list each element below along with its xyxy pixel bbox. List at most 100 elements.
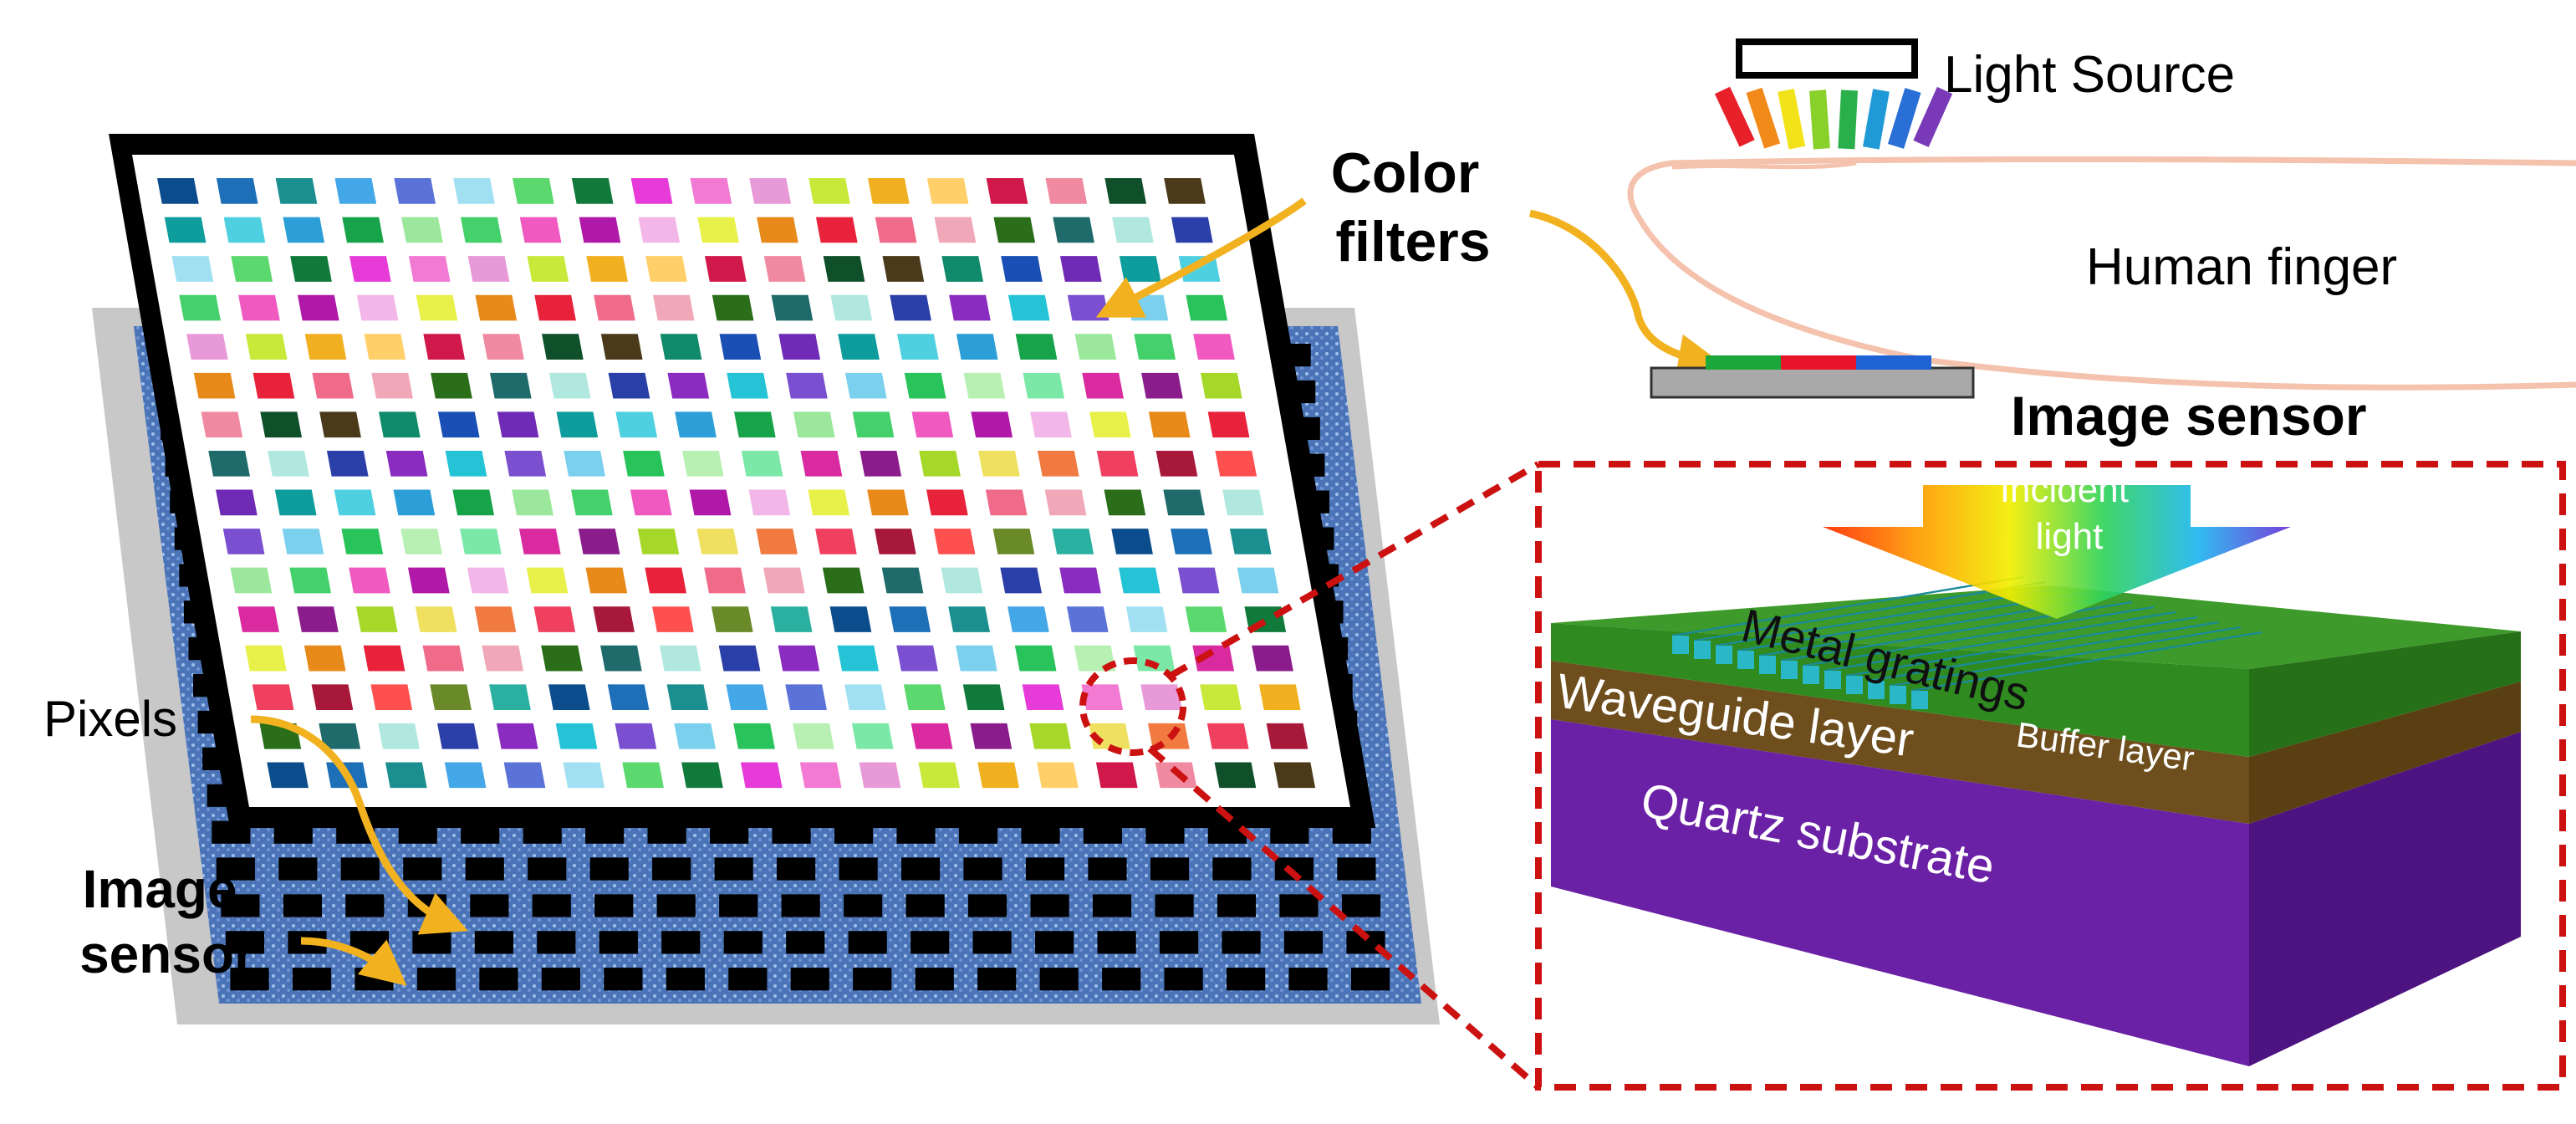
color-filter-cell (1045, 178, 1088, 204)
color-filter-cell (385, 762, 427, 789)
color-filter-cell (518, 529, 561, 554)
sensor-pixel (1279, 894, 1319, 917)
color-filter-cell (734, 411, 776, 438)
color-filter-cell (799, 762, 842, 789)
sensor-pixel (1164, 968, 1203, 991)
sensor-pixel (412, 931, 451, 954)
sensor-pixel (915, 968, 954, 991)
color-filter-cell (297, 294, 339, 321)
color-filter-cell (1186, 294, 1228, 321)
color-filter-cell (503, 762, 546, 789)
color-filter-cell (1148, 411, 1191, 438)
sensor-pixel (1159, 931, 1199, 954)
color-filter-cell (985, 489, 1028, 516)
sensor-pixel (594, 894, 634, 917)
color-filter-cell (444, 762, 487, 789)
sensor-pixel (541, 968, 580, 991)
color-filter-cell (962, 684, 1005, 711)
color-filter-cell (1252, 645, 1293, 672)
color-filter-cell (282, 529, 324, 554)
color-filter-cell (926, 178, 969, 204)
color-filter-cell (379, 411, 421, 438)
color-filter-cell (740, 762, 783, 789)
color-filter-cell (1081, 684, 1124, 711)
metal-grating-face (1911, 691, 1928, 709)
color-filter-cell (437, 411, 480, 438)
color-filter-cell (1155, 450, 1198, 477)
incident-light-arrow (1823, 485, 2291, 619)
color-filter-cell (630, 178, 673, 204)
color-filter-cell (1096, 450, 1139, 477)
color-filter-cell (741, 450, 783, 477)
color-filter-cell (408, 567, 450, 594)
color-filter-cell (1074, 334, 1117, 360)
color-filter-cell (179, 294, 221, 321)
color-filter-cell (933, 529, 976, 554)
metal-grating-face (1890, 686, 1906, 704)
sensor-pixel (719, 894, 758, 917)
color-filter-cell (453, 178, 495, 204)
sensor-pixel (1283, 931, 1324, 954)
color-filter-cell (460, 217, 502, 243)
color-filter-cell (1000, 567, 1043, 594)
sensor-pixel (1217, 894, 1257, 917)
waveguide-device (1551, 485, 2521, 1066)
color-filter-cell (1200, 372, 1242, 399)
sensor-pixel (1035, 931, 1074, 954)
color-filter-cell (1059, 567, 1101, 594)
color-filter-cell (941, 256, 984, 282)
color-filter-cell (1030, 411, 1072, 438)
color-filter-cell (881, 567, 924, 594)
light-beam-bars (1714, 86, 1953, 150)
sensor-pixel (1341, 894, 1381, 917)
color-filter-cell (630, 489, 672, 516)
color-filter-cell (216, 489, 258, 516)
color-filter-cell (941, 567, 983, 594)
color-filter-cell (1112, 217, 1154, 243)
color-filter-cell (519, 217, 562, 243)
color-filter-cell (371, 372, 413, 399)
color-filter-cell (201, 411, 243, 438)
color-filter-cell (1134, 334, 1176, 360)
color-filter-cell (1206, 723, 1249, 749)
image-sensor-arrow (300, 937, 407, 986)
highlight-circle (1079, 657, 1186, 756)
color-filter-cell (1163, 489, 1206, 516)
human-finger-outline (1627, 156, 2576, 391)
color-filter-cell (1215, 450, 1257, 477)
color-filter-cell (164, 217, 207, 243)
color-filter-cell (1266, 723, 1308, 749)
color-filter-cell (844, 684, 886, 711)
color-filter-cell (319, 723, 361, 749)
sensor-pixel (537, 931, 576, 954)
color-filter-cell (237, 606, 279, 632)
sensor-pixel (848, 931, 887, 954)
sensor-pixel (1212, 857, 1252, 881)
metal-grating-face (1716, 646, 1732, 664)
color-filter-cell (171, 256, 214, 282)
color-filter-cell (593, 606, 635, 632)
color-filter-cell (341, 529, 384, 554)
sensor-pixel (465, 857, 504, 881)
light-source-box (1736, 38, 1918, 79)
color-filter-cell (467, 256, 510, 282)
color-filter-cell (415, 606, 457, 632)
color-filter-cell (823, 256, 865, 282)
color-filter-cell (467, 567, 509, 594)
color-filter-cell (748, 489, 791, 516)
sensor-pixel (1097, 931, 1136, 954)
color-filter-cell (1193, 334, 1235, 360)
color-filter-cell (482, 645, 524, 672)
sensor-pixel (777, 857, 816, 881)
color-filter-cell (556, 411, 599, 438)
color-filter-cell (875, 217, 917, 243)
color-filter-cell (793, 411, 835, 438)
color-filter-cell (564, 450, 605, 477)
color-filter-cell (859, 762, 901, 789)
sensor-pixel (666, 968, 705, 991)
color-filter-cell (311, 684, 354, 711)
color-filter-cell (1237, 567, 1279, 594)
metal-grating-face (1694, 641, 1711, 659)
color-filter-cell (334, 489, 376, 516)
color-filter-cell (401, 217, 443, 243)
